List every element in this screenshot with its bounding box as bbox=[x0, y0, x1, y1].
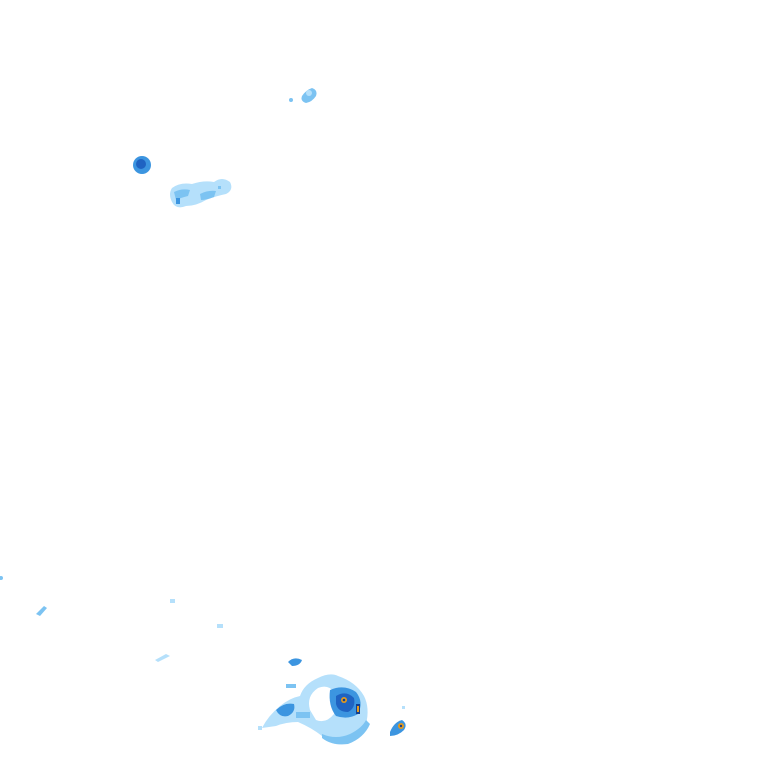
echo-blob bbox=[399, 724, 403, 728]
north-speck bbox=[289, 88, 317, 103]
echo-blob bbox=[296, 712, 310, 718]
echo-blob bbox=[36, 606, 47, 616]
echo-blob bbox=[288, 658, 302, 666]
echo-blob bbox=[258, 726, 262, 730]
echo-blob bbox=[218, 186, 221, 189]
echo-blob bbox=[357, 706, 359, 712]
echo-blob bbox=[286, 684, 296, 688]
echo-blob bbox=[176, 198, 180, 204]
northwest-band bbox=[170, 179, 232, 208]
echo-blob bbox=[402, 706, 405, 709]
echo-blob bbox=[322, 720, 370, 745]
south-east-cell bbox=[390, 720, 406, 736]
echo-blob bbox=[217, 624, 223, 628]
northwest-cell bbox=[133, 156, 151, 174]
echo-blob bbox=[306, 90, 312, 96]
echo-blob bbox=[309, 686, 334, 722]
west-edge-specks bbox=[0, 576, 47, 616]
echo-blob bbox=[200, 190, 216, 200]
echo-blob bbox=[170, 599, 175, 603]
echo-blob bbox=[155, 654, 170, 662]
echo-blob bbox=[174, 189, 190, 200]
echo-blob bbox=[289, 98, 293, 102]
south-storm-complex bbox=[258, 658, 405, 745]
echo-blob bbox=[0, 576, 3, 580]
echo-blob bbox=[342, 698, 346, 702]
echo-blob bbox=[276, 703, 295, 717]
echo-blob bbox=[170, 179, 232, 208]
echo-blob bbox=[136, 159, 146, 169]
southwest-specks bbox=[155, 599, 223, 662]
